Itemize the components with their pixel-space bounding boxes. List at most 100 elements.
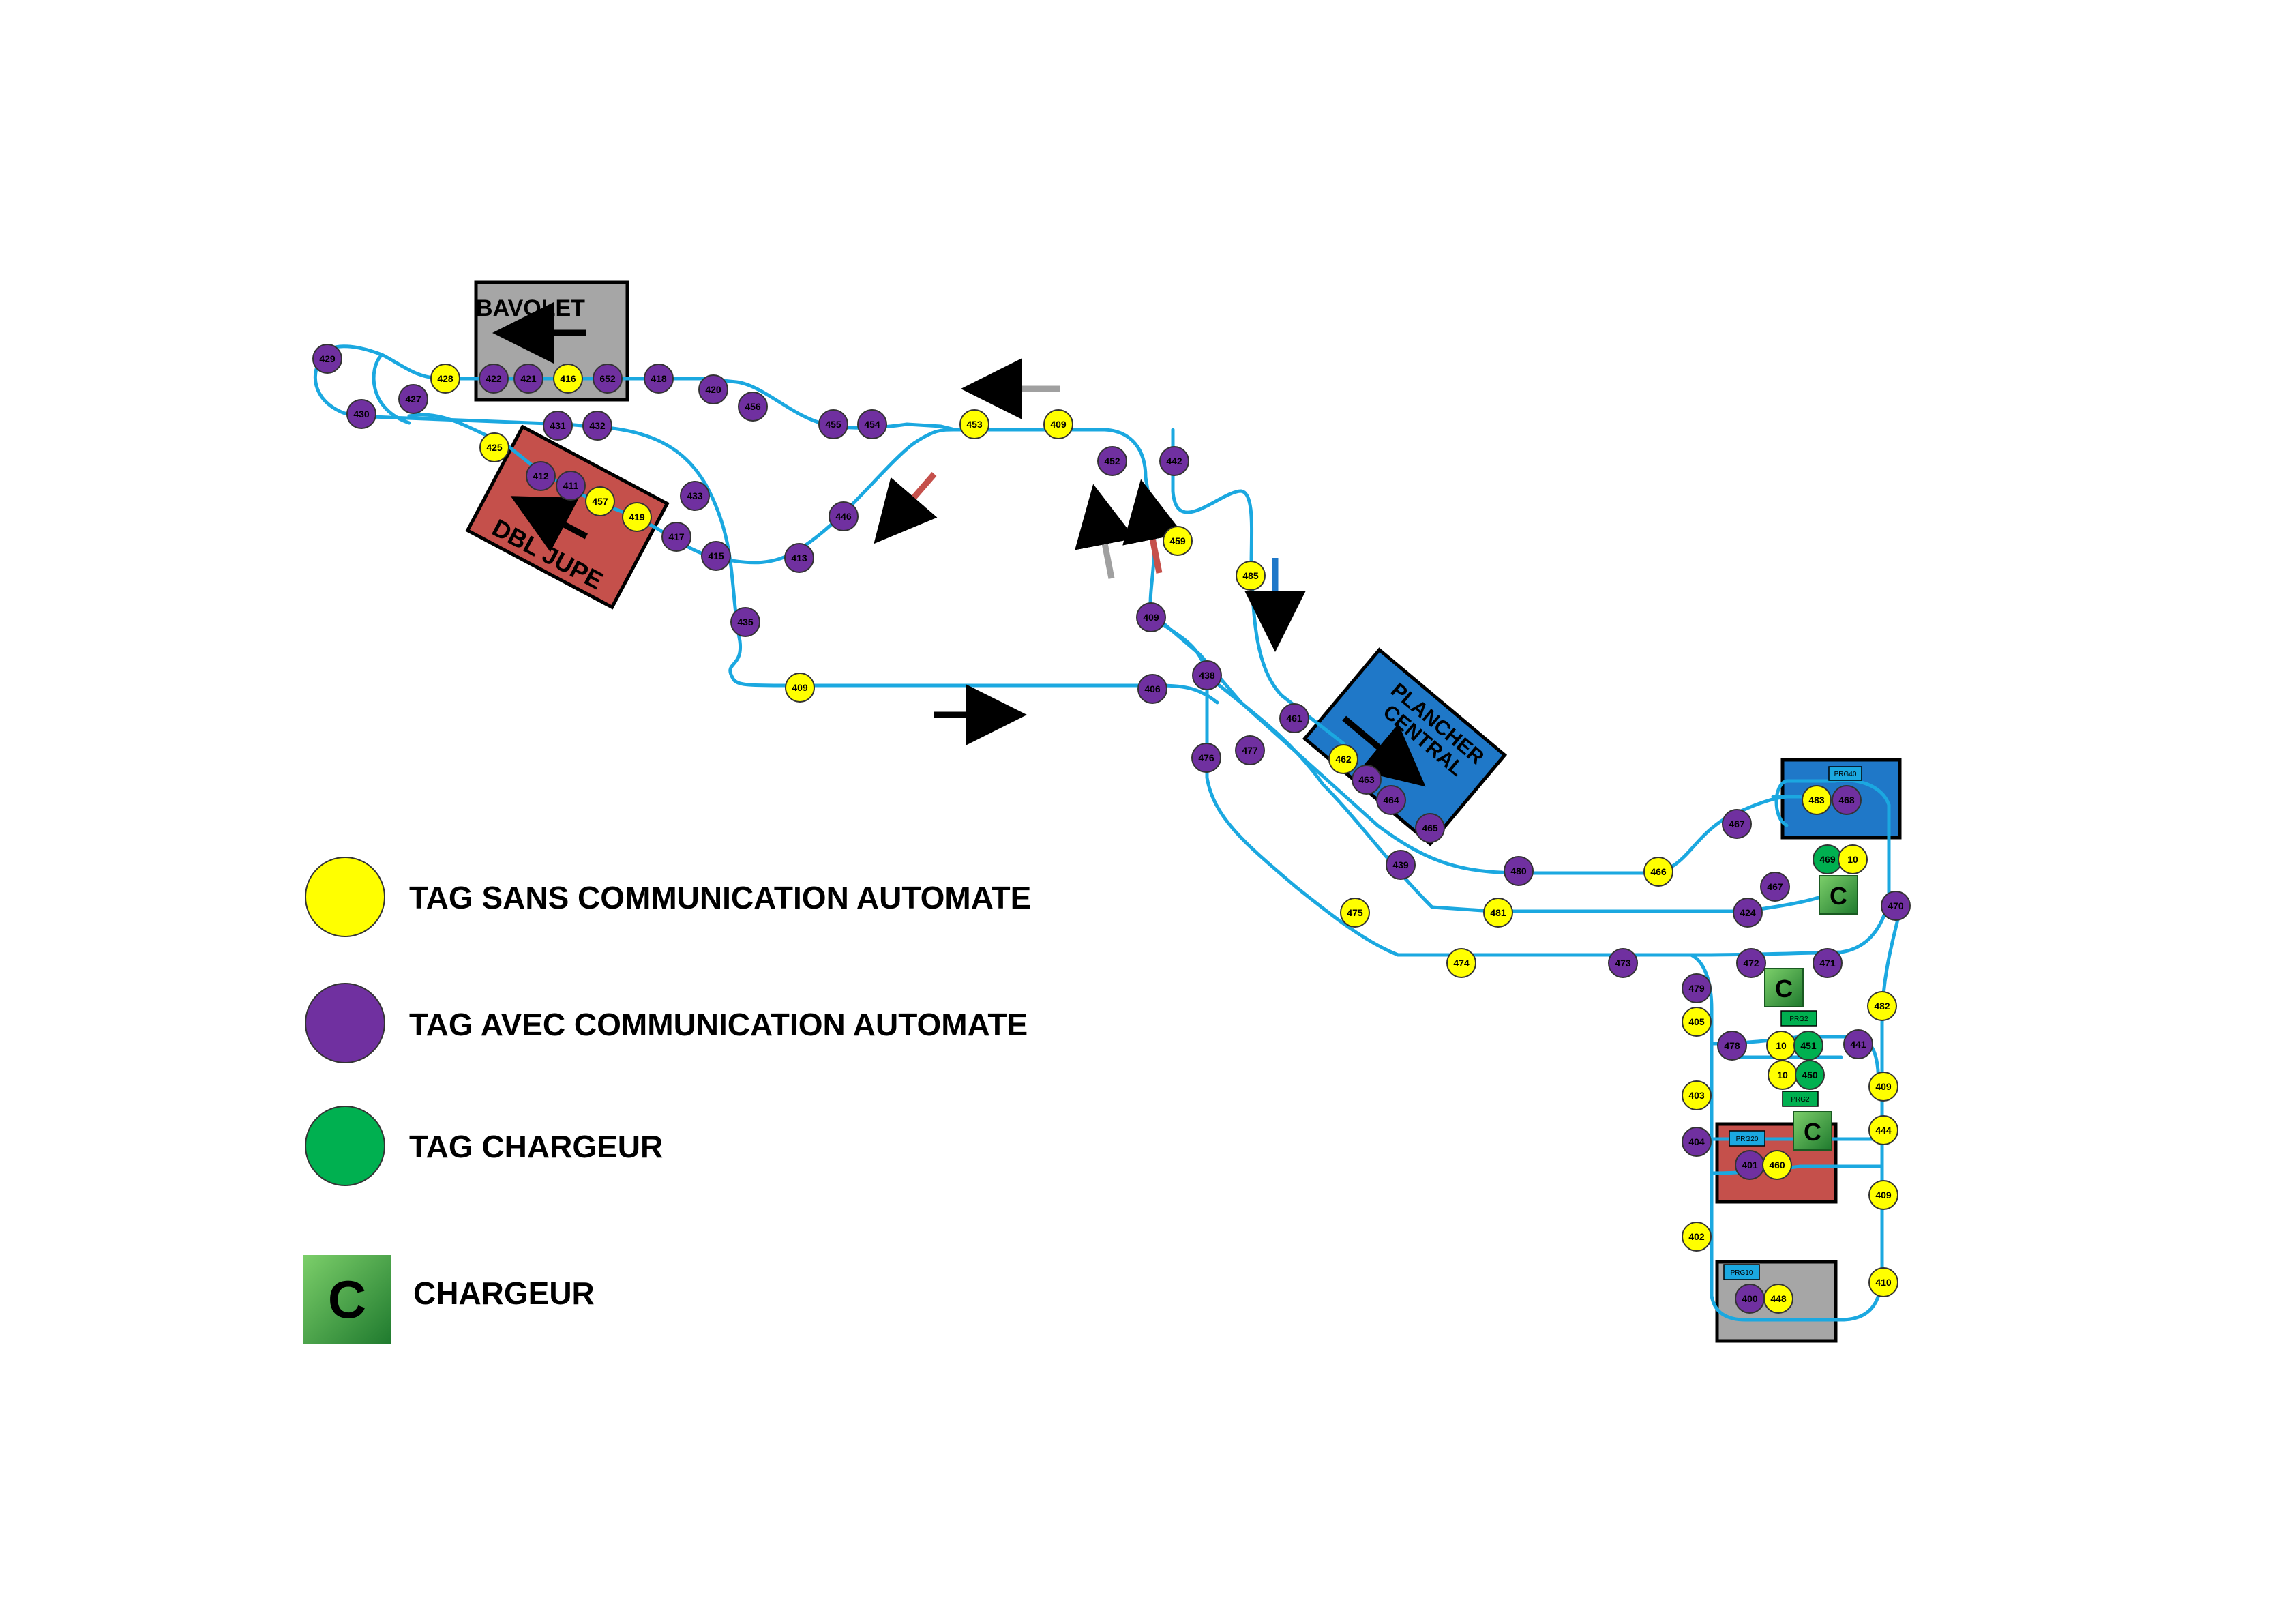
tag-label: 413 [791, 552, 807, 563]
tag-circle [1733, 898, 1763, 928]
tag-avec-472: 472 [1736, 948, 1766, 978]
tag-avec-439: 439 [1386, 850, 1416, 880]
tag-circle [857, 409, 887, 439]
tag-circle [1867, 991, 1897, 1021]
tag-circle [1328, 744, 1358, 774]
prg-label: PRG10 [1731, 1269, 1753, 1277]
tag-label: 421 [520, 373, 537, 384]
tag-avec-432: 432 [582, 411, 612, 441]
tag-sans-462: 462 [1328, 744, 1358, 774]
tag-label: 441 [1850, 1039, 1866, 1050]
tag-label: 462 [1335, 754, 1352, 765]
tag-circle [1843, 1029, 1873, 1059]
tag-sans-428: 428 [430, 364, 460, 394]
tag-circle [1682, 973, 1712, 1003]
tag-circle [556, 471, 586, 501]
tag-label: 477 [1242, 745, 1258, 756]
dbl-jupe-direction-arrow [510, 496, 588, 552]
tag-sans-419: 419 [622, 502, 652, 532]
tag-circle [1352, 765, 1382, 795]
tag-avec-652: 652 [593, 364, 623, 394]
tag-chargeur-469: 469 [1813, 844, 1843, 874]
tag-sans-481: 481 [1483, 898, 1513, 928]
tag-label: 467 [1729, 818, 1745, 829]
tag-label: 429 [319, 353, 336, 364]
tag-sans-482: 482 [1867, 991, 1897, 1021]
tag-avec-455: 455 [818, 409, 848, 439]
tag-circle [644, 364, 674, 394]
tag-avec-406: 406 [1137, 674, 1167, 704]
legend-tag-chargeur-swatch [305, 1106, 385, 1186]
legend-tag-sans-swatch [305, 857, 385, 937]
tag-label: 450 [1802, 1069, 1818, 1080]
tag-avec-431: 431 [543, 411, 573, 441]
legend-tag-chargeur-label: TAG CHARGEUR [409, 1129, 663, 1164]
tag-circle [1192, 660, 1222, 690]
tag-label: 409 [1143, 612, 1159, 623]
tag-label: 482 [1874, 1001, 1890, 1012]
charger: C [1819, 875, 1858, 915]
tag-circle [1832, 785, 1862, 815]
tag-label: 481 [1490, 907, 1506, 918]
legend-chargeur-swatch [303, 1255, 391, 1344]
tag-circle [526, 461, 556, 491]
tag-label: 463 [1358, 774, 1375, 785]
tag-sans-485: 485 [1236, 561, 1266, 591]
tag-label: 442 [1166, 456, 1182, 467]
tag-circle [680, 481, 710, 511]
tag-circle [701, 541, 731, 571]
tag-label: 10 [1847, 854, 1858, 865]
tag-circle [479, 364, 509, 394]
tag-label: 425 [486, 442, 503, 453]
tag-label: 446 [835, 511, 852, 522]
tag-sans-483: 483 [1802, 785, 1832, 815]
tag-circle [1736, 948, 1766, 978]
tag-sans-416: 416 [553, 364, 583, 394]
svg-text:C: C [1775, 975, 1793, 1003]
tag-label: 401 [1742, 1160, 1758, 1170]
tag-avec-464: 464 [1376, 785, 1406, 815]
tag-circle [784, 543, 814, 573]
tag-circle [1881, 891, 1911, 921]
tag-circle [1608, 948, 1638, 978]
tag-label: 405 [1688, 1016, 1705, 1027]
tag-label: 406 [1144, 683, 1161, 694]
tag-avec-411: 411 [556, 471, 586, 501]
arrow-grey-up [1075, 484, 1135, 579]
tag-label: 420 [705, 384, 721, 395]
tag-circle [622, 502, 652, 532]
tag-label: 459 [1169, 535, 1186, 546]
tag-avec-417: 417 [661, 522, 691, 552]
tag-label: 403 [1688, 1090, 1705, 1101]
tag-label: 438 [1199, 670, 1215, 681]
tag-avec-433: 433 [680, 481, 710, 511]
prg-box [1729, 1130, 1765, 1147]
tag-circle [1763, 1284, 1793, 1314]
tag-circle [1483, 898, 1513, 928]
tag-circle [1191, 743, 1221, 773]
tag-avec-452: 452 [1097, 446, 1127, 476]
tag-circle [698, 374, 728, 404]
tag-label: 454 [864, 419, 880, 430]
tag-sans-466: 466 [1643, 857, 1673, 887]
tag-avec-465: 465 [1415, 813, 1445, 843]
tag-avec-435: 435 [730, 607, 760, 637]
tag-label: 455 [825, 419, 841, 430]
tag-label: 430 [353, 409, 370, 419]
tag-label: 464 [1383, 795, 1399, 806]
tag-circle [1137, 674, 1167, 704]
tag-avec-404: 404 [1682, 1127, 1712, 1157]
tag-label: 451 [1800, 1040, 1817, 1051]
tag-sans-459: 459 [1163, 526, 1193, 556]
tag-circle [1795, 1060, 1825, 1090]
tag-label: 483 [1808, 795, 1825, 806]
tag-avec-461: 461 [1279, 703, 1309, 733]
tag-label: 431 [550, 420, 566, 431]
tag-avec-427: 427 [398, 384, 428, 414]
tag-sans-409: 409 [785, 673, 815, 703]
tag-circle [1415, 813, 1445, 843]
tag-avec-478: 478 [1717, 1031, 1747, 1061]
tag-sans-460: 460 [1762, 1150, 1792, 1180]
prg-box [1828, 766, 1862, 781]
